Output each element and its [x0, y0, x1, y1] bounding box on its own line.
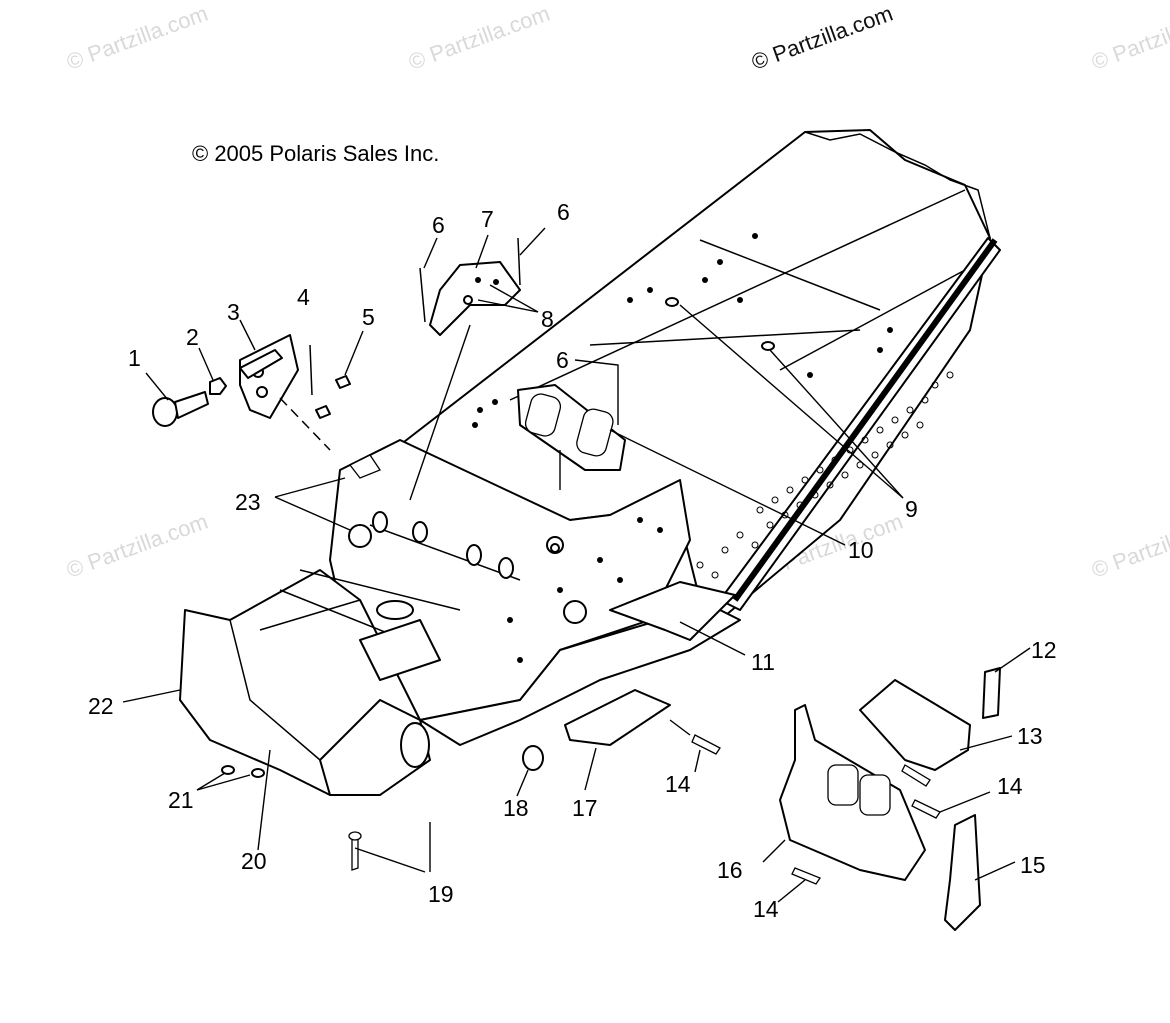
callout-2: 2 [186, 324, 199, 350]
shield [859, 679, 971, 771]
callout-6a: 6 [432, 212, 445, 238]
plug [522, 745, 544, 771]
bolt [152, 391, 209, 427]
callout-14a: 14 [665, 771, 691, 797]
callout-12: 12 [1031, 637, 1057, 663]
callout-13: 13 [1017, 723, 1043, 749]
callout-4: 4 [297, 284, 310, 310]
callout-1: 1 [128, 345, 141, 371]
callout-3: 3 [227, 299, 240, 325]
callout-17: 17 [572, 795, 598, 821]
washer [251, 768, 265, 778]
pin [348, 831, 362, 871]
callout-5: 5 [362, 304, 375, 330]
callout-15: 15 [1020, 852, 1046, 878]
strap [982, 667, 1001, 719]
callout-10: 10 [848, 537, 874, 563]
washer [221, 765, 235, 775]
copyright-text: © 2005 Polaris Sales Inc. [192, 141, 439, 166]
callout-11: 11 [751, 649, 775, 675]
top-bracket [419, 237, 521, 336]
steering-post [349, 454, 521, 581]
seat-bracket [517, 384, 626, 471]
watermark: © Partzilla.com [63, 1, 211, 75]
callout-14b: 14 [997, 773, 1023, 799]
mount-bracket [239, 334, 299, 419]
chassis-tunnel [179, 129, 1001, 796]
callout-9: 9 [905, 496, 918, 522]
callout-20: 20 [241, 848, 267, 874]
bulkhead-plate [779, 704, 926, 881]
watermark: © Partzilla.com [63, 509, 211, 583]
callout-19: 19 [428, 881, 454, 907]
watermark: © Partzilla.com [1088, 509, 1170, 583]
callout-23: 23 [235, 489, 261, 515]
callout-16: 16 [717, 857, 743, 883]
screws-14 [691, 734, 941, 885]
callout-7: 7 [481, 206, 494, 232]
callout-8: 8 [541, 306, 554, 332]
callout-21: 21 [168, 787, 194, 813]
callout-labels: 1 2 3 4 5 6 7 6 8 6 9 10 11 12 13 14 14 … [88, 199, 1057, 922]
callout-22: 22 [88, 693, 114, 719]
strut [609, 581, 736, 641]
callout-14c: 14 [753, 896, 779, 922]
nut [209, 377, 227, 395]
screws [309, 344, 351, 419]
watermark-main: © Partzilla.com [748, 1, 896, 75]
watermark: © Partzilla.com [405, 1, 553, 75]
leader-lines [122, 227, 1031, 903]
watermark: © Partzilla.com [1088, 1, 1170, 75]
callout-18: 18 [503, 795, 529, 821]
callout-6b: 6 [557, 199, 570, 225]
plate [564, 689, 671, 746]
support-plate [944, 814, 981, 931]
callout-6c: 6 [556, 347, 569, 373]
